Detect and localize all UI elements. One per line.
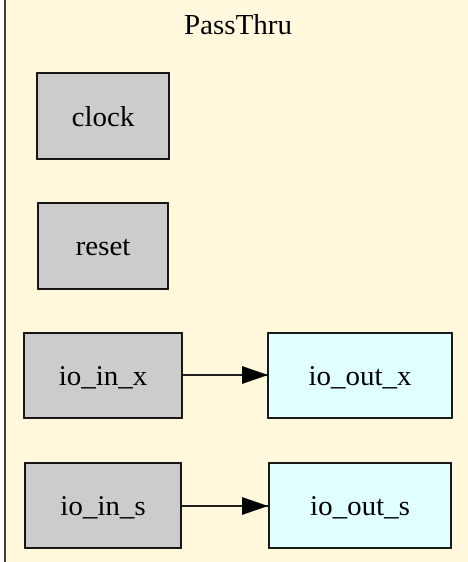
node-io-in-s: io_in_s xyxy=(24,462,182,549)
node-io-out-s: io_out_s xyxy=(268,462,452,549)
node-io-out-x-label: io_out_x xyxy=(308,360,412,392)
node-clock-box xyxy=(36,72,170,160)
node-io-in-s-label: io_in_s xyxy=(60,490,145,522)
node-io-in-x-label: io_in_x xyxy=(59,360,148,392)
node-io-in-s-box xyxy=(24,462,182,549)
node-reset-label: reset xyxy=(76,230,131,262)
node-reset-box xyxy=(37,202,169,290)
node-clock-label: clock xyxy=(72,101,135,133)
node-io-out-x-box xyxy=(267,332,453,419)
edges xyxy=(182,366,268,515)
node-io-in-x: io_in_x xyxy=(23,332,183,419)
node-io-out-s-label: io_out_s xyxy=(310,490,410,522)
node-io-out-s-box xyxy=(268,462,452,549)
node-io-in-x-box xyxy=(23,332,183,419)
node-clock: clock xyxy=(36,72,170,160)
node-reset: reset xyxy=(37,202,169,290)
cluster-title: PassThru xyxy=(184,9,292,41)
node-io-out-x: io_out_x xyxy=(267,332,453,419)
